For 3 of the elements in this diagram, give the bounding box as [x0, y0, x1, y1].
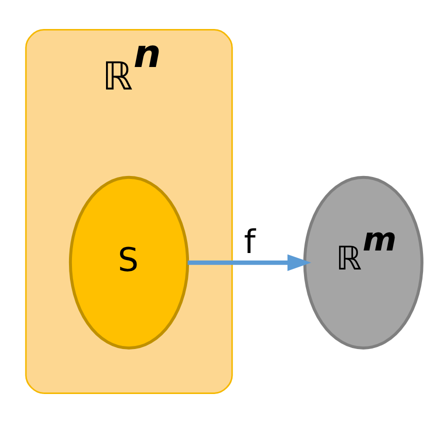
arrow — [188, 254, 312, 270]
node-ellipse: S — [68, 175, 190, 349]
edge-label: f — [244, 222, 256, 261]
